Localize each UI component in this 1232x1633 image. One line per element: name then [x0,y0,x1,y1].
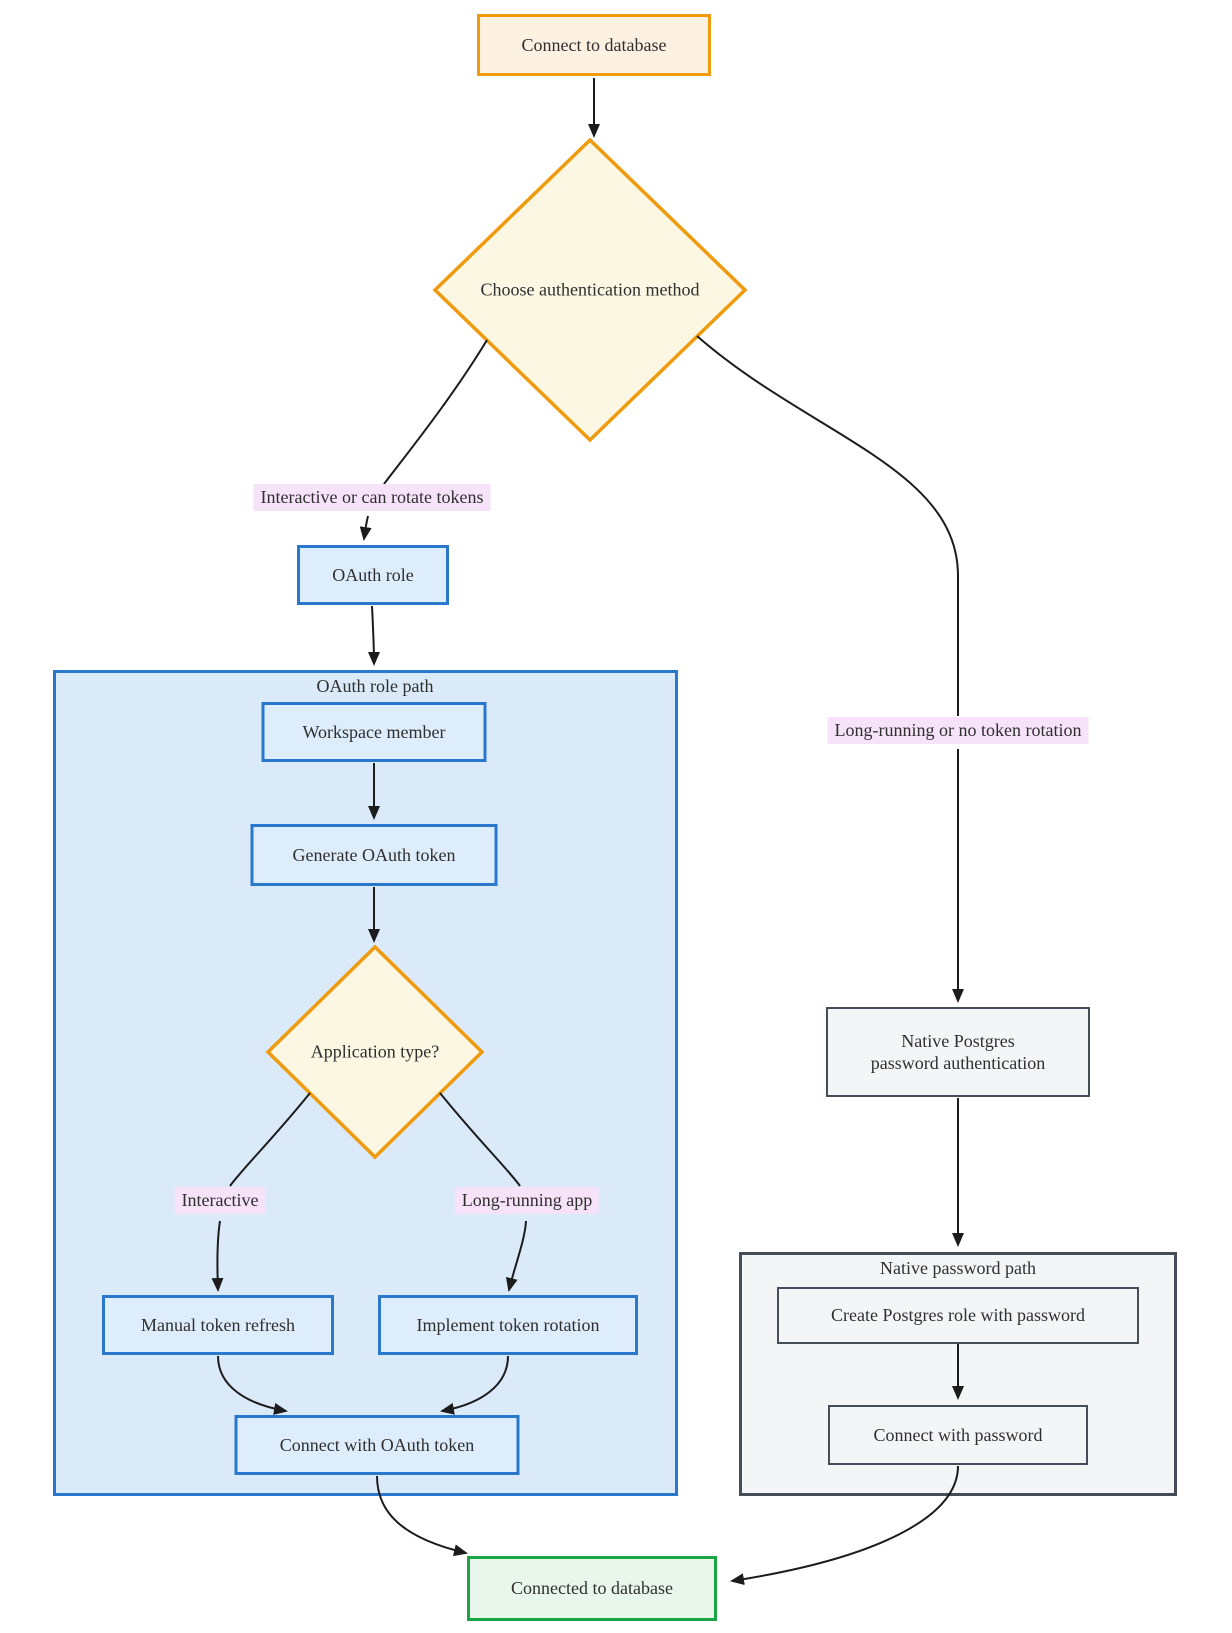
edge-label-interactive-or-rotate: Interactive or can rotate tokens [253,484,491,511]
subgraph-oauth-role-path [53,670,678,1496]
edge-label-to-oauth-role [359,515,372,541]
node-connected-to-database: Connected to database [467,1556,717,1621]
node-connect-to-database: Connect to database [477,14,711,76]
edge-oauth-role-to-container [367,605,380,666]
node-connect-with-password: Connect with password [828,1405,1088,1465]
decision-auth-label: Choose authentication method [480,279,700,300]
node-manual-token-refresh: Manual token refresh [102,1295,334,1355]
subgraph-title-oauth-role-path: OAuth role path [316,676,434,696]
native-auth-line1: Native Postgres [901,1030,1015,1051]
node-oauth-role: OAuth role [297,545,449,605]
edge-decision-to-label-right [696,335,959,716]
subgraph-title-native-password-path: Native password path [880,1258,1036,1278]
edge-decision-to-label-left [383,339,488,485]
native-auth-line2: password authentication [870,1053,1046,1073]
edge-label-long-running-app: Long-running app [454,1187,600,1214]
node-workspace-member: Workspace member [261,702,487,762]
edge-label-interactive: Interactive [174,1187,266,1214]
node-generate-oauth-token: Generate OAuth token [250,824,498,886]
node-native-postgres-auth: Native Postgres password authentication [826,1007,1090,1097]
edge-label-long-running-or-none: Long-running or no token rotation [827,717,1089,744]
node-implement-token-rotation: Implement token rotation [378,1295,638,1355]
node-create-postgres-role: Create Postgres role with password [777,1287,1139,1344]
decision-app-type-label: Application type? [310,1041,440,1062]
node-connect-with-oauth-token: Connect with OAuth token [234,1415,520,1475]
